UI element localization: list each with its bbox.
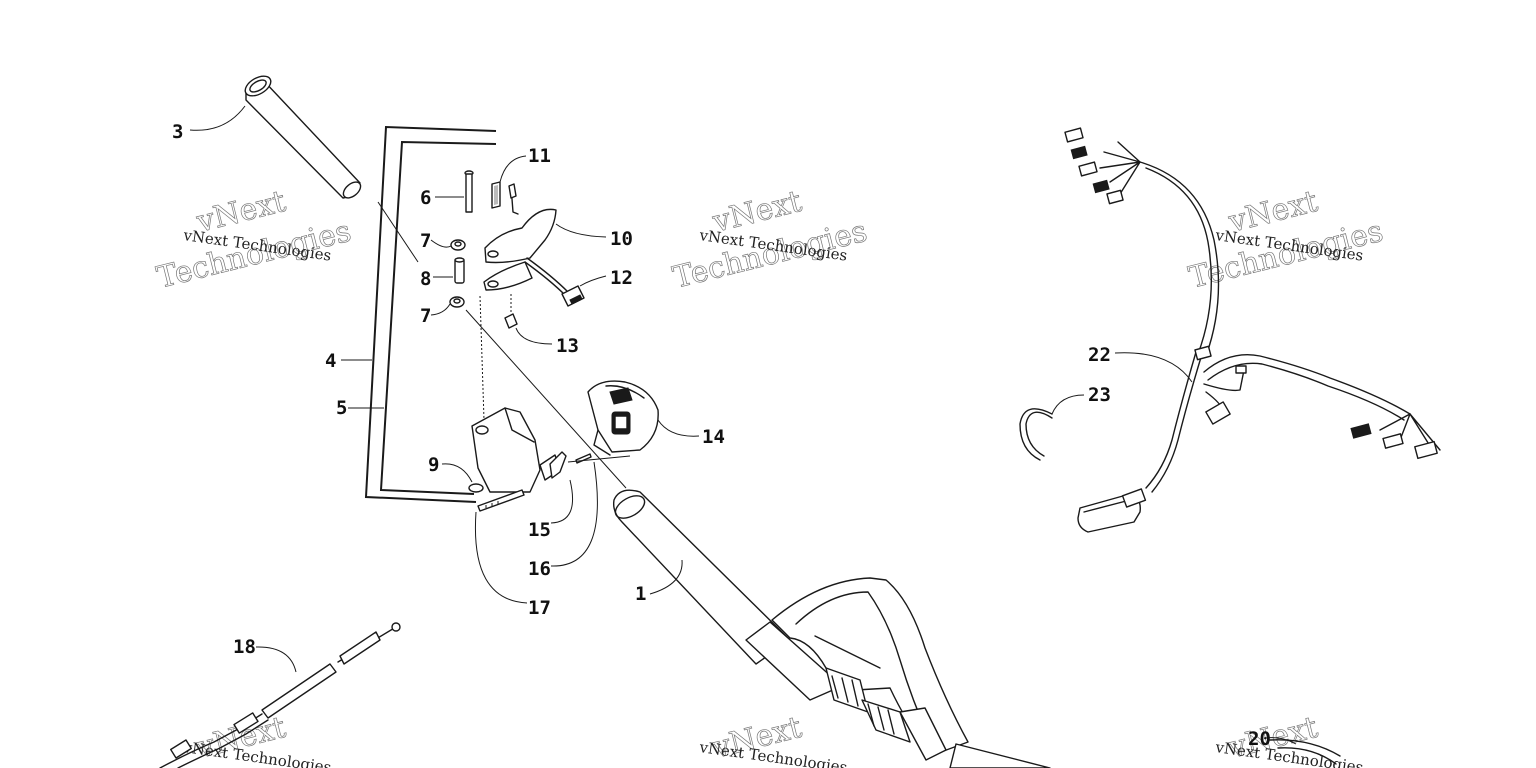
watermark-right: vNext Technologies vNext Technologies — [1185, 184, 1387, 296]
washer-upper — [450, 239, 466, 251]
callout-8: 8 — [420, 268, 431, 290]
callout-5: 5 — [336, 397, 347, 419]
screw-small — [575, 453, 592, 464]
wiring-harness — [1064, 127, 1441, 533]
callout-3: 3 — [172, 121, 183, 143]
part-20 — [1269, 739, 1341, 765]
callout-18: 18 — [233, 636, 256, 658]
throttle-housing — [468, 407, 561, 493]
pivot-pin — [464, 170, 474, 213]
callout-1: 1 — [635, 583, 646, 605]
throttle-lever — [483, 183, 557, 291]
callout-14: 14 — [702, 426, 725, 448]
callout-4: 4 — [325, 350, 336, 372]
callout-7-lower: 7 — [420, 305, 431, 327]
washer-lower — [449, 296, 465, 308]
watermark-center: vNext Technologies vNext Technologies — [669, 184, 871, 296]
callout-11: 11 — [528, 145, 551, 167]
bushing — [454, 257, 465, 284]
throttle-switch-connector — [524, 257, 585, 307]
watermark-left: vNext Technologies vNext Technologies — [153, 184, 355, 296]
hand-grip — [244, 75, 362, 199]
callout-22: 22 — [1088, 344, 1111, 366]
control-switch-housing — [587, 380, 659, 456]
callout-16: 16 — [528, 558, 551, 580]
screw-long — [477, 489, 525, 512]
watermark-bottom-right: vNext vNext Technologies — [1213, 710, 1364, 768]
assembly-bracket-5 — [379, 140, 497, 495]
watermark-bottom-center: vNext vNext Technologies — [697, 710, 848, 768]
callout-23: 23 — [1088, 384, 1111, 406]
callout-7-upper: 7 — [420, 230, 431, 252]
leader-lines — [189, 105, 1297, 745]
throttle-cable — [159, 622, 401, 768]
callout-6: 6 — [420, 187, 431, 209]
callout-9: 9 — [428, 454, 439, 476]
decal-strip — [491, 181, 501, 209]
callout-17: 17 — [528, 597, 551, 619]
assembly-bracket-4 — [364, 125, 497, 503]
callout-numbers: 3 4 5 6 7 8 7 9 10 11 12 13 14 15 16 17 … — [172, 121, 1271, 750]
retaining-clip — [504, 294, 518, 329]
callout-20: 20 — [1248, 728, 1271, 750]
callout-15: 15 — [528, 519, 551, 541]
small-bracket — [549, 451, 567, 479]
callout-10: 10 — [610, 228, 633, 250]
callout-13: 13 — [556, 335, 579, 357]
handlebar — [612, 489, 1051, 768]
wire-clamp-ring — [1019, 408, 1053, 461]
callout-12: 12 — [610, 267, 633, 289]
